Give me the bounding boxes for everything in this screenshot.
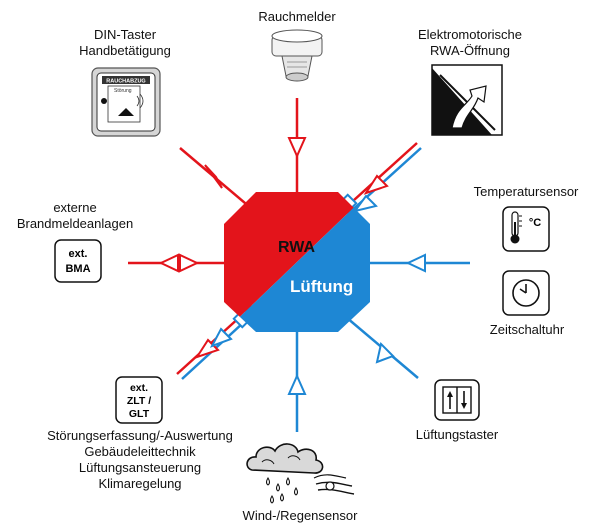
rauchmelder-label: Rauchmelder <box>258 9 336 24</box>
thermometer-icon: °C <box>502 206 550 252</box>
hub-lueftung-label: Lüftung <box>290 277 353 296</box>
hub-blue-half <box>224 192 370 332</box>
svg-text:ZLT /: ZLT / <box>127 395 151 407</box>
svg-text:RAUCHABZUG: RAUCHABZUG <box>106 79 145 85</box>
external-zlt-icon: ext. ZLT / GLT <box>115 376 163 424</box>
lueftungstaster-label: Lüftungstaster <box>415 427 499 442</box>
smoke-detector-icon <box>271 29 323 82</box>
zeitschaltuhr-label: Zeitschaltuhr <box>489 322 565 337</box>
arrow-bma-right <box>179 253 200 273</box>
svg-text:BMA: BMA <box>65 263 90 275</box>
line-lueftungstaster <box>339 311 419 379</box>
manual-call-point-icon: RAUCHABZUG Störung <box>91 67 161 137</box>
motor-opening-icon <box>431 64 503 136</box>
svg-text:GLT: GLT <box>129 408 150 420</box>
wind-regen-label: Wind-/Regensensor <box>242 508 358 523</box>
arrow-din-taster <box>204 164 223 189</box>
svg-text:ext.: ext. <box>69 248 88 260</box>
elektromotorische-label: Elektromotorische RWA-Öffnung <box>417 27 523 58</box>
externe-bma-label: externe Brandmeldeanlagen <box>16 200 134 231</box>
arrow-lueftungstaster <box>375 342 395 364</box>
arrow-motor-red <box>363 174 389 195</box>
arrow-motor-blue <box>352 194 378 213</box>
svg-text:Störung: Störung <box>114 88 132 94</box>
clock-icon <box>502 270 550 316</box>
hub-rwa-label: RWA <box>278 239 315 256</box>
arrowheads <box>158 137 426 395</box>
arrow-bma-left <box>158 253 179 273</box>
external-bma-icon: ext. BMA <box>54 239 102 283</box>
zlt-description-label: Störungserfassung/-Auswertung Gebäudelei… <box>47 428 233 491</box>
arrow-temp <box>405 253 426 273</box>
ventilation-switch-icon <box>434 379 480 421</box>
temperatursensor-label: Temperatursensor <box>473 184 579 199</box>
line-motor-red <box>342 142 418 211</box>
svg-text:ext.: ext. <box>130 382 148 394</box>
svg-text:°C: °C <box>529 217 541 229</box>
arrow-zlt-blue <box>209 327 233 348</box>
arrow-wind <box>287 373 307 395</box>
arrow-rauchmelder <box>287 137 307 159</box>
din-taster-label: DIN-Taster Handbetätigung <box>79 27 171 58</box>
weather-cloud-icon <box>246 443 355 504</box>
central-hub: RWA Lüftung <box>224 192 370 332</box>
